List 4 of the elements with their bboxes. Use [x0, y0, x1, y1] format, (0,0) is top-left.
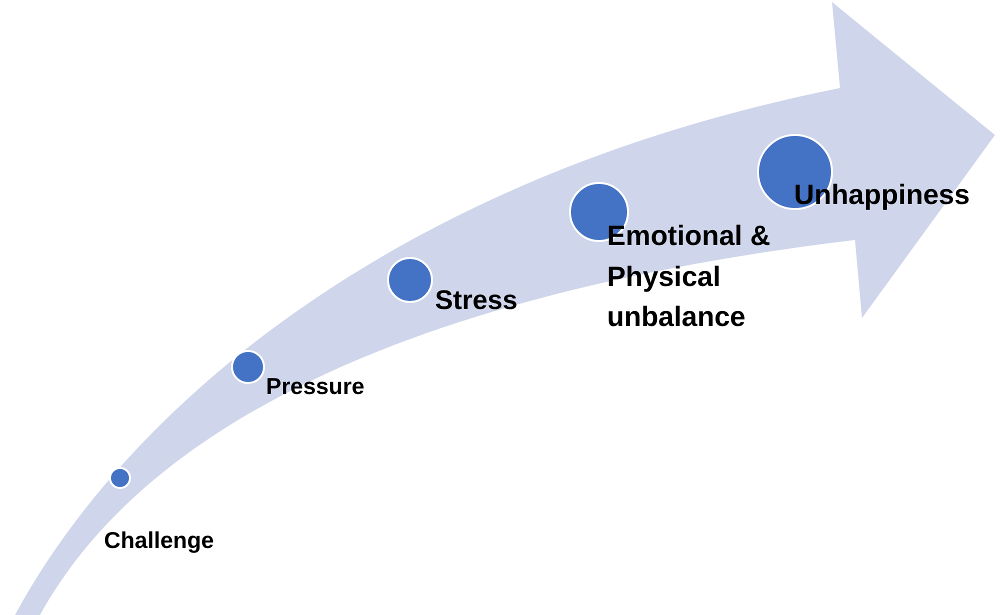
- step-label: Pressure: [266, 372, 366, 401]
- step-label: Challenge: [104, 526, 215, 555]
- step-label: Stress: [435, 284, 519, 317]
- step-label: Emotional & Physical unbalance: [607, 219, 772, 334]
